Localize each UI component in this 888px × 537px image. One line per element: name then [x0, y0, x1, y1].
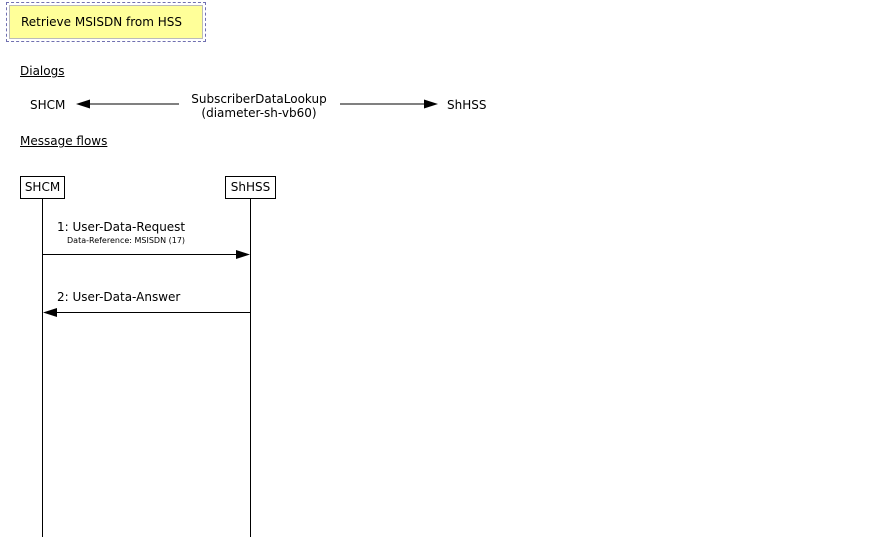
title-box: Retrieve MSISDN from HSS [6, 2, 206, 42]
message-1-detail: Data-Reference: MSISDN (17) [67, 236, 186, 245]
message-2-arrowhead [43, 308, 57, 317]
dialog-label: SubscriberDataLookup (diameter-sh-vb60) [179, 92, 339, 120]
page-title: Retrieve MSISDN from HSS [9, 5, 203, 39]
dialog-node-shcm: SHCM [30, 98, 66, 112]
message-flows-heading: Message flows [20, 134, 108, 148]
message-2-label: 2: User-Data-Answer [57, 290, 181, 304]
participant-shhss: ShHSS [225, 176, 276, 199]
dialog-arrow-right-head [424, 99, 438, 109]
dialog-protocol: (diameter-sh-vb60) [201, 106, 317, 120]
dialog-arrow-left-head [76, 99, 90, 109]
dialogs-heading: Dialogs [20, 64, 65, 78]
message-1-arrowhead [236, 250, 250, 259]
participant-shcm: SHCM [20, 176, 65, 199]
dialog-node-shhss: ShHSS [447, 98, 487, 112]
dialog-name: SubscriberDataLookup [191, 92, 327, 106]
message-1-label: 1: User-Data-Request [57, 220, 186, 234]
